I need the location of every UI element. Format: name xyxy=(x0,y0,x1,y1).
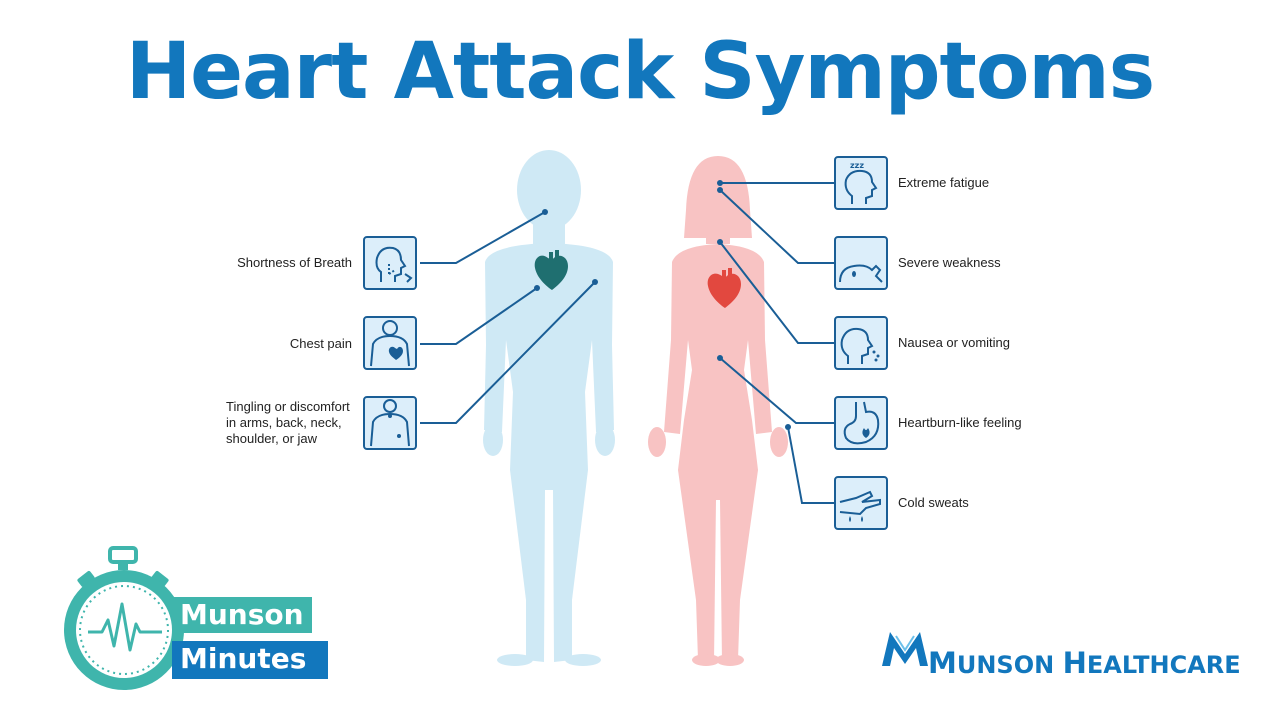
symptom-label-severe-weakness: Severe weakness xyxy=(898,255,1001,270)
nausea-head-icon xyxy=(834,316,888,370)
munson-healthcare-wordmark: MUNSON HEALTHCARE xyxy=(928,646,1241,680)
page-title: Heart Attack Symptoms xyxy=(125,27,1155,117)
symptom-label-shortness-of-breath: Shortness of Breath xyxy=(237,255,352,270)
stopwatch-logo xyxy=(64,546,184,690)
symptom-label-cold-sweats: Cold sweats xyxy=(898,495,969,510)
stomach-fire-icon xyxy=(834,396,888,450)
symptom-label-heartburn: Heartburn-like feeling xyxy=(898,415,1022,430)
female-heart-icon xyxy=(707,268,741,308)
munson-healthcare-logo-mark xyxy=(882,632,928,666)
male-connectors xyxy=(420,211,596,424)
symptom-label-chest-pain: Chest pain xyxy=(289,336,352,351)
sweating-hand-icon xyxy=(834,476,888,530)
breath-icon xyxy=(363,236,417,290)
female-connectors xyxy=(719,182,834,504)
lying-head-icon xyxy=(834,236,888,290)
symptom-label-extreme-fatigue: Extreme fatigue xyxy=(898,175,990,190)
torso-tingling-icon xyxy=(363,396,417,450)
chest-pain-icon xyxy=(363,316,417,370)
munson-minutes-line2: Minutes xyxy=(172,641,328,679)
symptom-label-tingling: Tingling or discomfort in arms, back, ne… xyxy=(226,399,350,446)
female-silhouette xyxy=(648,156,788,666)
munson-minutes-line1: Munson xyxy=(172,597,312,633)
sleepy-head-icon: zzz xyxy=(834,156,888,210)
male-heart-icon xyxy=(534,250,568,290)
symptom-label-nausea: Nausea or vomiting xyxy=(898,335,1010,350)
male-silhouette xyxy=(483,150,615,666)
svg-text:zzz: zzz xyxy=(850,161,864,170)
